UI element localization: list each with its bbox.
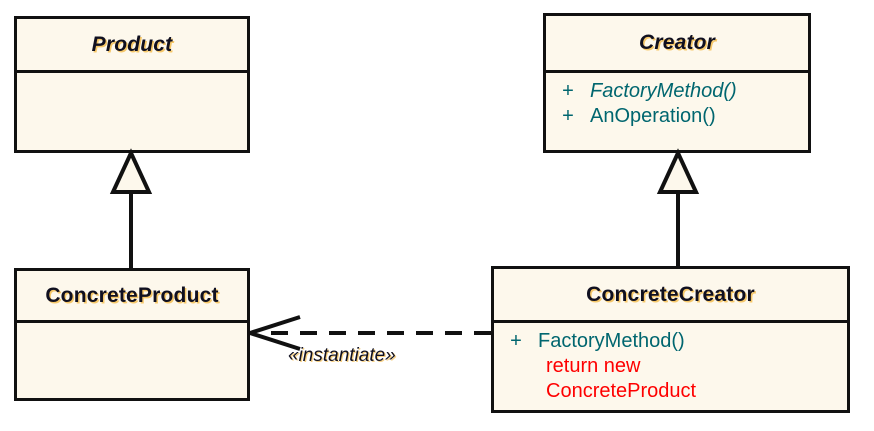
- class-member-row: + FactoryMethod(): [546, 79, 808, 104]
- member-name: FactoryMethod(): [538, 330, 685, 352]
- class-members-compartment-creator: + FactoryMethod() + AnOperation(): [546, 73, 808, 150]
- class-box-concrete-product[interactable]: ConcreteProduct: [14, 268, 250, 401]
- class-title-product: Product: [91, 32, 173, 56]
- generalization-concrete-creator-to-creator: [656, 148, 700, 266]
- generalization-triangle-arrowhead: [109, 148, 153, 194]
- class-title-creator: Creator: [638, 31, 716, 54]
- class-members-compartment-product: [17, 73, 247, 150]
- class-member-row: + FactoryMethod(): [494, 329, 847, 354]
- member-note-line: ConcreteProduct: [546, 380, 697, 402]
- class-box-creator[interactable]: Creator + FactoryMethod() + AnOperation(…: [543, 13, 811, 153]
- class-box-concrete-creator[interactable]: ConcreteCreator + FactoryMethod() return…: [491, 266, 850, 413]
- member-name: FactoryMethod(): [590, 80, 737, 102]
- member-visibility: +: [562, 105, 574, 127]
- generalization-concrete-product-to-product: [109, 148, 153, 268]
- member-name: AnOperation(): [590, 105, 716, 127]
- class-name-compartment-concrete-creator: ConcreteCreator: [494, 269, 847, 323]
- member-visibility: +: [510, 330, 522, 352]
- member-note-line: return new: [546, 355, 641, 377]
- class-name-compartment-concrete-product: ConcreteProduct: [17, 271, 247, 323]
- class-title-concrete-product: ConcreteProduct: [45, 283, 219, 307]
- class-name-compartment-creator: Creator: [546, 16, 808, 73]
- class-box-product[interactable]: Product: [14, 16, 250, 153]
- class-member-row: + AnOperation(): [546, 104, 808, 129]
- class-title-concrete-creator: ConcreteCreator: [586, 282, 755, 306]
- member-visibility: +: [562, 80, 574, 102]
- class-members-compartment-concrete-product: [17, 323, 247, 401]
- dependency-stereotype-label: «instantiate»: [288, 345, 396, 366]
- generalization-triangle-arrowhead: [656, 148, 700, 194]
- class-name-compartment-product: Product: [17, 19, 247, 73]
- class-members-compartment-concrete-creator: + FactoryMethod() return new ConcretePro…: [494, 323, 847, 413]
